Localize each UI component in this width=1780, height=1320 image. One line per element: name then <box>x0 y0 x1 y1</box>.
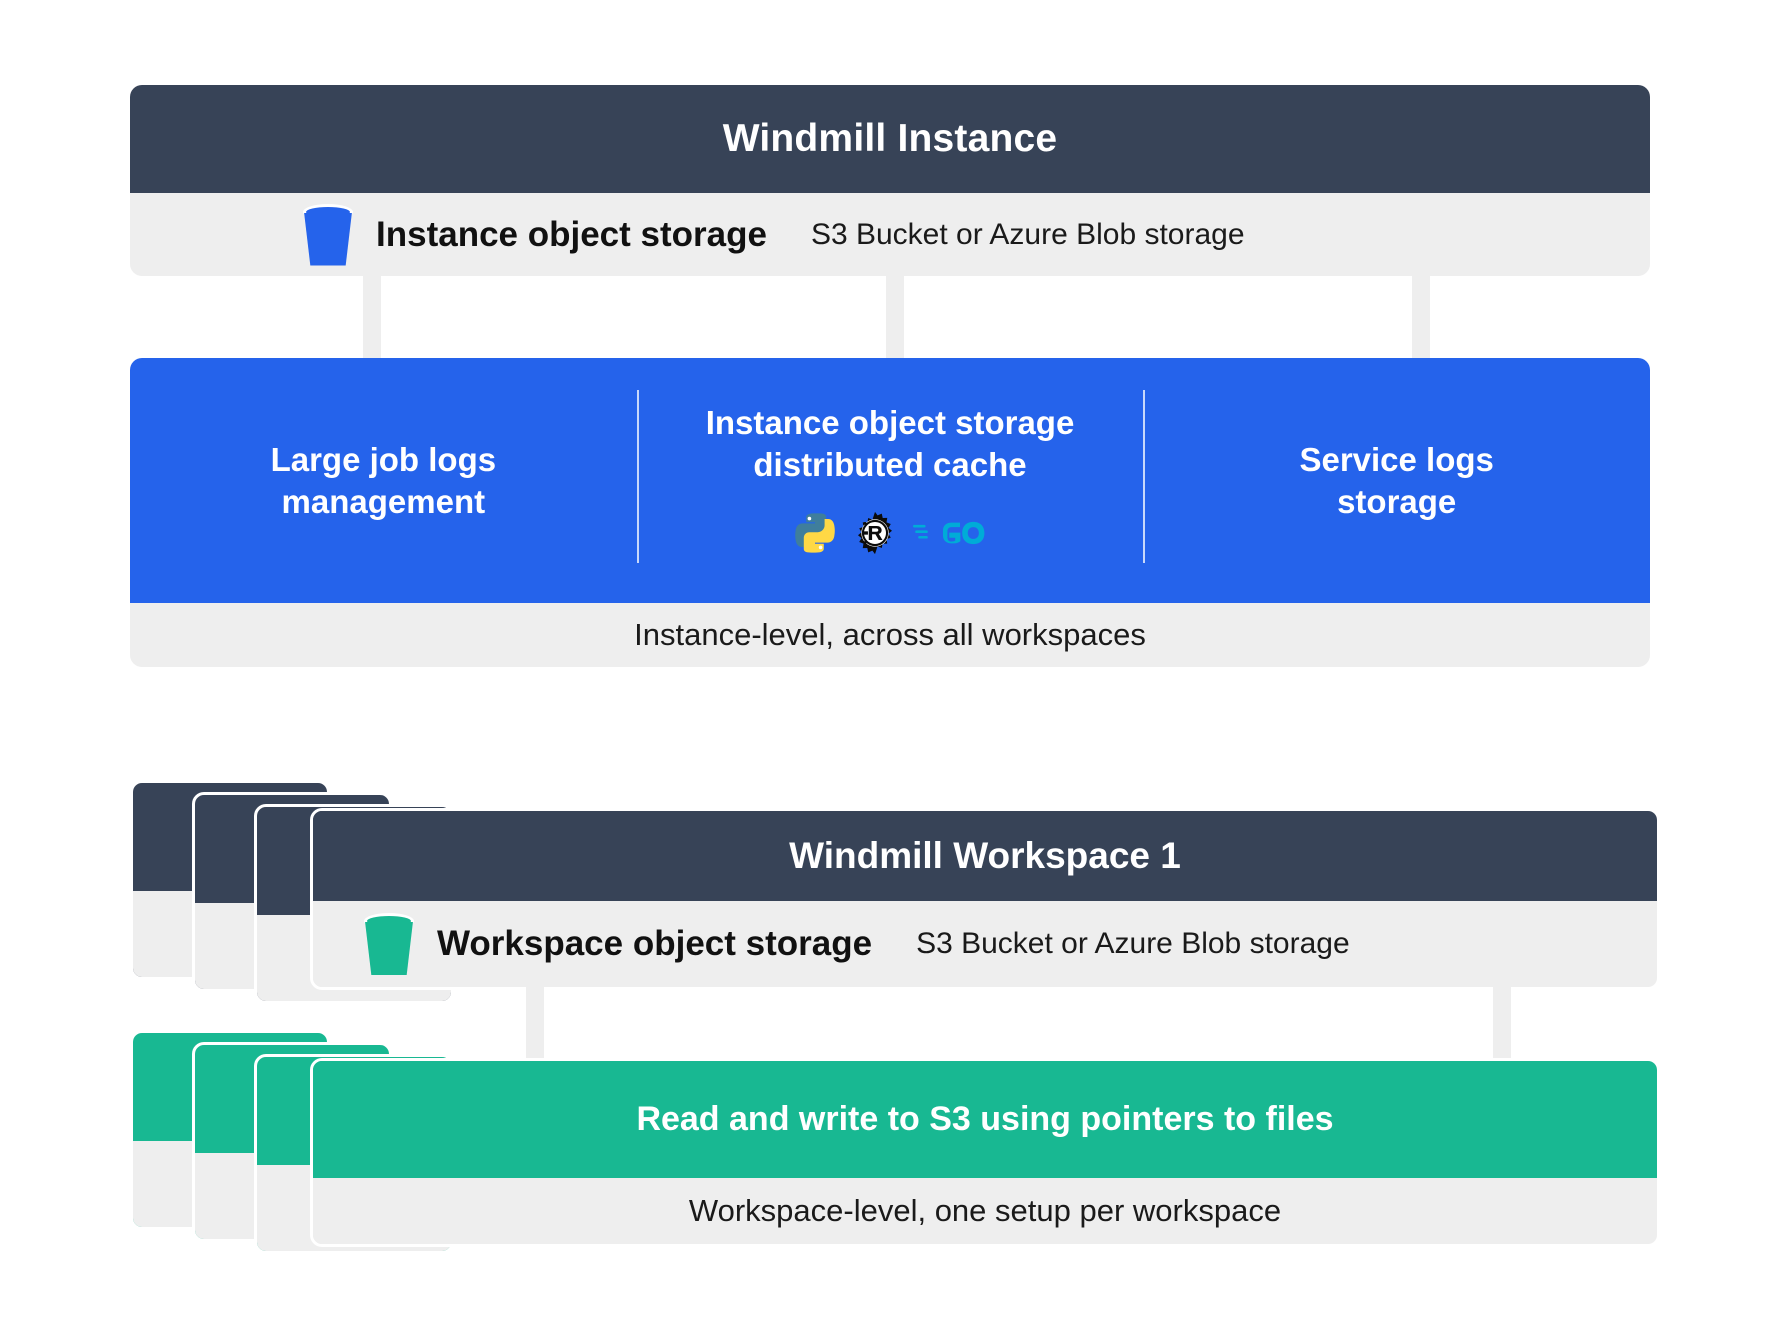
instance-storage-sub: S3 Bucket or Azure Blob storage <box>810 217 1245 251</box>
feature-large-job-logs: Large job logs management <box>130 358 637 603</box>
feature-title-line1: Large job logs <box>270 440 497 478</box>
feature-title-line2: management <box>281 482 486 520</box>
instance-object-storage-row: Instance object storage S3 Bucket or Azu… <box>130 193 1650 276</box>
workspace-action-footnote: Workspace-level, one setup per workspace <box>313 1178 1657 1244</box>
workspace-action-stack-area: 4 3 2 Read and write to S3 using pointer… <box>130 1030 1660 1260</box>
instance-storage-label: Instance object storage <box>376 214 767 254</box>
workspace-stack-area: 4 3 2 Windmill Workspace 1 Workspace obj… <box>130 780 1660 1040</box>
windmill-instance-card: Windmill Instance Instance object storag… <box>130 85 1650 276</box>
bucket-icon <box>363 913 415 975</box>
workspace-action-card: Read and write to S3 using pointers to f… <box>310 1058 1660 1247</box>
feature-title: Large job logs management <box>271 439 497 523</box>
workspace-storage-sub: S3 Bucket or Azure Blob storage <box>916 927 1350 960</box>
arrow-shaft <box>1412 272 1430 358</box>
instance-title: Windmill Instance <box>130 85 1650 193</box>
feature-title: Instance object storage distributed cach… <box>706 402 1075 486</box>
workspace-title: Windmill Workspace 1 <box>313 811 1657 901</box>
workspace-object-storage-row: Workspace object storage S3 Bucket or Az… <box>313 901 1657 987</box>
python-logo <box>795 513 835 554</box>
arrow-shaft <box>363 272 381 358</box>
instance-features-panel: Large job logs management Instance objec… <box>130 358 1650 603</box>
bucket-icon <box>302 203 354 266</box>
feature-title: Service logs storage <box>1299 439 1493 523</box>
feature-title-line2: distributed cache <box>753 445 1027 483</box>
go-logo <box>913 522 985 545</box>
bucket-body <box>304 212 352 266</box>
feature-service-logs: Service logs storage <box>1143 358 1650 603</box>
bucket-body <box>365 922 413 975</box>
arrow-shaft <box>886 272 904 358</box>
language-logos <box>793 507 987 559</box>
instance-features-card: Large job logs management Instance objec… <box>130 358 1650 667</box>
workspace-storage-label: Workspace object storage <box>437 924 873 963</box>
feature-title-line1: Service logs <box>1299 440 1494 478</box>
feature-distributed-cache: Instance object storage distributed cach… <box>636 358 1144 603</box>
feature-title-line2: storage <box>1337 482 1457 520</box>
workspace-action-title: Read and write to S3 using pointers to f… <box>313 1061 1657 1178</box>
instance-features-footnote: Instance-level, across all workspaces <box>130 603 1650 667</box>
feature-title-line1: Instance object storage <box>705 403 1075 441</box>
windmill-workspace-card: Windmill Workspace 1 Workspace object st… <box>310 808 1660 990</box>
rust-logo <box>858 512 892 555</box>
